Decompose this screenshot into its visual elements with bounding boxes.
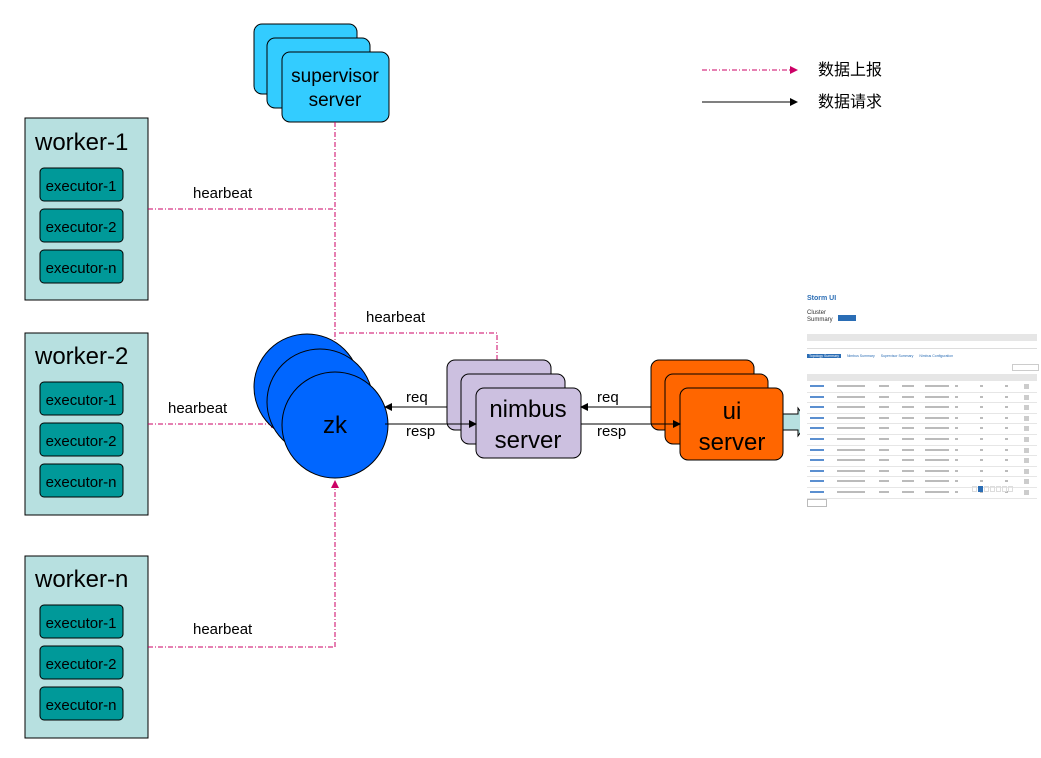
req-label-right: req: [597, 389, 619, 406]
nimbus-server: nimbus server: [446, 359, 582, 459]
executor-box: [39, 604, 124, 639]
executor-label: executor-1: [46, 178, 117, 195]
tab-nimbus-configuration: Nimbus Configuration: [919, 354, 954, 358]
executor-label: executor-1: [46, 615, 117, 632]
ui-server: ui server: [650, 359, 784, 461]
table-row: [807, 414, 1037, 425]
executor-box: [39, 463, 124, 498]
tab-supervisor-summary: Supervisor Summary: [880, 354, 914, 358]
request-legend-label: 数据请求: [818, 93, 882, 111]
worker-title: worker-2: [34, 343, 128, 370]
zk-cluster: zk: [253, 333, 389, 479]
topology-table: [807, 382, 1037, 499]
table-row: [807, 403, 1037, 414]
table-row: [807, 477, 1037, 488]
cluster-summary-heading: Cluster Summary: [807, 310, 833, 323]
ui-label-line1: ui: [723, 398, 742, 425]
executor-label: executor-1: [46, 392, 117, 409]
nimbus-heartbeat-line: [337, 332, 498, 360]
resp-label-right: resp: [597, 423, 626, 440]
ui-label-line2: server: [699, 429, 766, 456]
nimbus-label-line2: server: [495, 427, 562, 454]
workern-heartbeat-label: hearbeat: [193, 621, 253, 638]
worker1-heartbeat-label: hearbeat: [193, 185, 253, 202]
zk-label: zk: [323, 412, 348, 439]
storm-ui-button: [838, 315, 856, 321]
table-row: [807, 435, 1037, 446]
executor-label: executor-2: [46, 656, 117, 673]
worker-2: worker-2 executor-1 executor-2 executor-…: [24, 332, 149, 516]
supervisor-label-line1: supervisor: [291, 66, 379, 87]
executor-label: executor-2: [46, 433, 117, 450]
table-row: [807, 382, 1037, 393]
executor-box: [39, 422, 124, 457]
executor-label: executor-2: [46, 219, 117, 236]
executor-label: executor-n: [46, 260, 117, 277]
table-row: [807, 467, 1037, 478]
supervisor-server: supervisor server: [253, 23, 390, 123]
pagination: [972, 486, 1038, 493]
tab-nimbus-summary: Nimbus Summary: [846, 354, 875, 358]
nimbus-label-line1: nimbus: [489, 396, 566, 423]
storm-ui-thumbnail: Storm UI Cluster Summary Topology Summar…: [800, 290, 1041, 515]
executor-label: executor-n: [46, 697, 117, 714]
table-row: [807, 424, 1037, 435]
worker-title: worker-1: [34, 129, 128, 156]
worker-1: worker-1 executor-1 executor-2 executor-…: [24, 117, 149, 301]
show-system-button: [807, 499, 827, 507]
report-legend-label: 数据上报: [818, 61, 882, 79]
topology-table-header: [807, 374, 1037, 381]
storm-ui-tabs: Topology Summary Nimbus Summary Supervis…: [807, 354, 958, 360]
worker2-heartbeat-label: hearbeat: [168, 400, 228, 417]
executor-box: [39, 645, 124, 680]
worker-n: worker-n executor-1 executor-2 executor-…: [24, 555, 149, 739]
executor-box: [39, 249, 124, 284]
worker-title: worker-n: [34, 566, 128, 593]
storm-ui-title: Storm UI: [807, 295, 837, 302]
summary-table-row: [807, 342, 1037, 349]
executor-box: [39, 381, 124, 416]
executor-box: [39, 208, 124, 243]
executor-box: [39, 167, 124, 202]
table-row: [807, 446, 1037, 457]
table-row: [807, 393, 1037, 404]
supervisor-label-line2: server: [309, 90, 362, 111]
resp-label-left: resp: [406, 423, 435, 440]
executor-box: [39, 686, 124, 721]
request-arrows: [384, 403, 681, 428]
executor-label: executor-n: [46, 474, 117, 491]
tab-topology-summary: Topology Summary: [807, 354, 841, 358]
summary-table-header: [807, 334, 1037, 341]
legend: 数据上报 数据请求: [702, 61, 882, 111]
storm-ui-search: [1012, 364, 1039, 371]
table-row: [807, 456, 1037, 467]
nimbus-heartbeat-label: hearbeat: [366, 309, 426, 326]
heartbeat-lines: [148, 122, 498, 648]
req-label-left: req: [406, 389, 428, 406]
